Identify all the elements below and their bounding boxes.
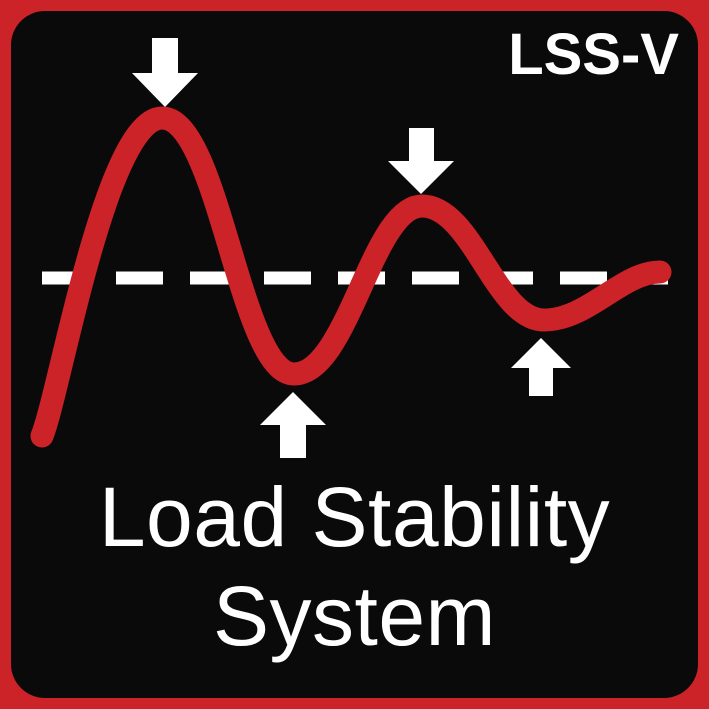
- badge-title-line2: System: [212, 569, 497, 663]
- down-arrow-icon: [132, 38, 198, 107]
- up-arrow-icon: [260, 392, 326, 458]
- up-arrow-icon: [511, 338, 571, 396]
- badge-background: [11, 11, 698, 698]
- model-label: LSS-V: [508, 22, 679, 87]
- down-arrow-icon: [388, 128, 454, 194]
- damped-wave-icon: [30, 106, 672, 448]
- badge-title-line1: Load Stability: [98, 470, 611, 564]
- badge-title: Load Stability System: [0, 468, 709, 666]
